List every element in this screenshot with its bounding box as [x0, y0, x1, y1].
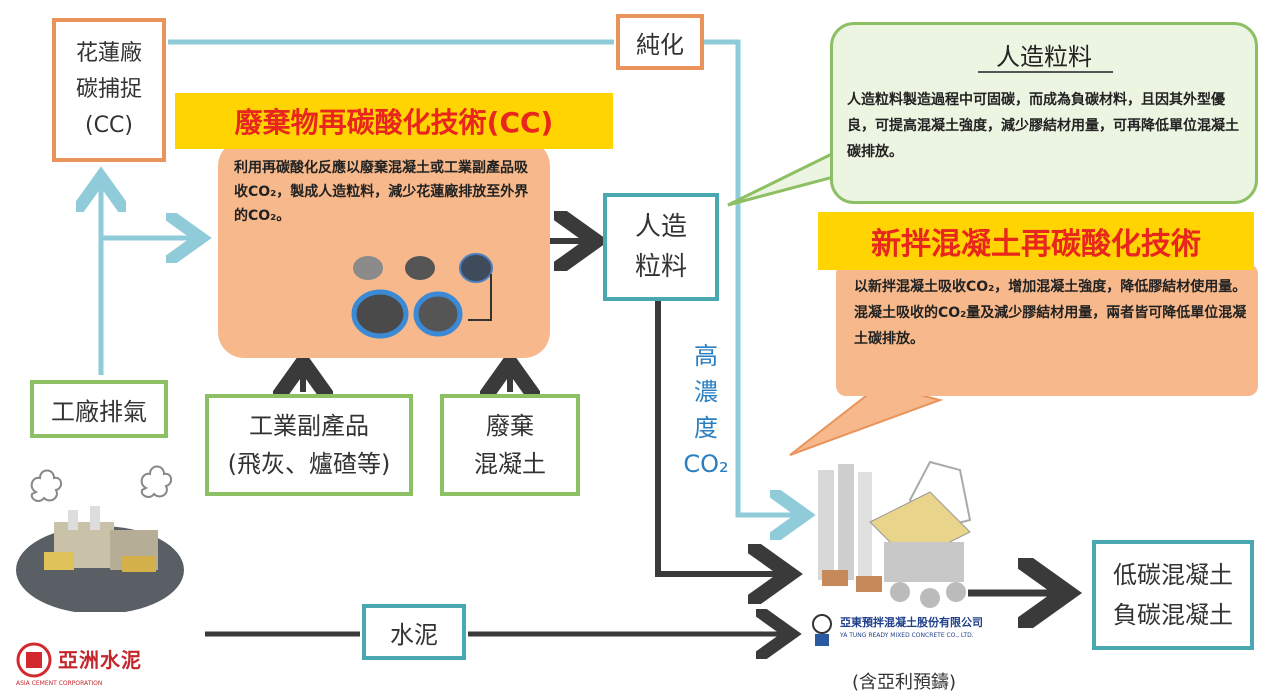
- lowcarbon-line1: 低碳混凝土: [1113, 561, 1233, 589]
- purify-to-plant-line: [704, 39, 800, 515]
- plant-capture-line2: 碳捕捉: [75, 77, 142, 102]
- cc-tech-desc: 利用再碳酸化反應以廢棄混凝土或工業副產品吸收CO₂，製成人造粒料，減少花蓮廠排放…: [234, 160, 529, 224]
- concrete-plant-illustration: [818, 460, 972, 608]
- aggregate-line2: 粒料: [634, 252, 687, 282]
- plant-capture-box: 花蓮廠 碳捕捉 (CC): [52, 18, 166, 162]
- co2-char1: 高: [694, 342, 718, 370]
- co2-char3: 度: [694, 414, 718, 442]
- exhaust-label: 工廠排氣: [51, 397, 147, 426]
- waste-box: 廢棄 混凝土: [440, 394, 580, 496]
- granule-illustration: [351, 253, 493, 339]
- byproduct-box: 工業副產品 (飛灰、爐碴等): [205, 394, 413, 496]
- co2-char4: CO₂: [683, 450, 729, 478]
- yatung-sub: YA TUNG READY MIXED CONCRETE CO., LTD.: [840, 632, 974, 639]
- yatung-name: 亞東預拌混凝土股份有限公司: [840, 616, 983, 629]
- aggregate-callout-title: 人造粒料: [996, 43, 1092, 71]
- cement-label: 水泥: [390, 620, 438, 649]
- asia-cement-sub: ASIA CEMENT CORPORATION: [16, 680, 103, 687]
- purify-label: 純化: [636, 30, 684, 59]
- aggregate-callout: 人造粒料 人造粒料製造過程中可固碳，而成為負碳材料，且因其外型優良，可提高混凝土…: [830, 22, 1258, 204]
- waste-line2: 混凝土: [474, 450, 546, 478]
- cement-factory-illustration: [16, 465, 184, 612]
- lowcarbon-box: 低碳混凝土 負碳混凝土: [1092, 540, 1254, 650]
- byproduct-line1: 工業副產品: [249, 412, 369, 440]
- yatung-logo: 亞東預拌混凝土股份有限公司 YA TUNG READY MIXED CONCRE…: [808, 610, 1028, 698]
- aggregate-callout-desc: 人造粒料製造過程中可固碳，而成為負碳材料，且因其外型優良，可提高混凝土強度，減少…: [847, 92, 1239, 160]
- waste-line1: 廢棄: [486, 412, 534, 440]
- fresh-tech-desc: 以新拌混凝土吸收CO₂，增加混凝土強度，降低膠結材使用量。混凝土吸收的CO₂量及…: [854, 279, 1247, 347]
- cc-tech-panel: 利用再碳酸化反應以廢棄混凝土或工業副產品吸收CO₂，製成人造粒料，減少花蓮廠排放…: [218, 140, 550, 358]
- plant-capture-line1: 花蓮廠: [75, 41, 142, 66]
- aggregate-to-plant-arrow: [655, 300, 784, 574]
- asia-cement-name: 亞洲水泥: [58, 648, 142, 672]
- yatung-note: (含亞利預鑄): [852, 672, 957, 693]
- exhaust-box: 工廠排氣: [30, 380, 168, 438]
- byproduct-line2: (飛灰、爐碴等): [227, 450, 391, 478]
- title-underline: [978, 71, 1113, 73]
- cc-tech-title: 廢棄物再碳酸化技術(CC): [175, 93, 613, 149]
- fresh-tech-title: 新拌混凝土再碳酸化技術: [818, 212, 1254, 270]
- asia-cement-logo: 亞洲水泥 ASIA CEMENT CORPORATION: [16, 638, 196, 694]
- co2-label: 高 濃 度 CO₂: [676, 338, 736, 482]
- yatung-mascot-icon: [812, 614, 832, 646]
- cement-box: 水泥: [362, 604, 466, 660]
- aggregate-box: 人造 粒料: [603, 193, 719, 301]
- plant-capture-line3: (CC): [85, 113, 133, 138]
- asia-cement-emblem: [16, 642, 52, 678]
- aggregate-line1: 人造: [634, 212, 687, 242]
- fresh-tech-panel: 以新拌混凝土吸收CO₂，增加混凝土強度，降低膠結材使用量。混凝土吸收的CO₂量及…: [836, 264, 1258, 396]
- lowcarbon-line2: 負碳混凝土: [1113, 601, 1233, 629]
- purify-box: 純化: [616, 14, 704, 70]
- co2-char2: 濃: [694, 378, 718, 406]
